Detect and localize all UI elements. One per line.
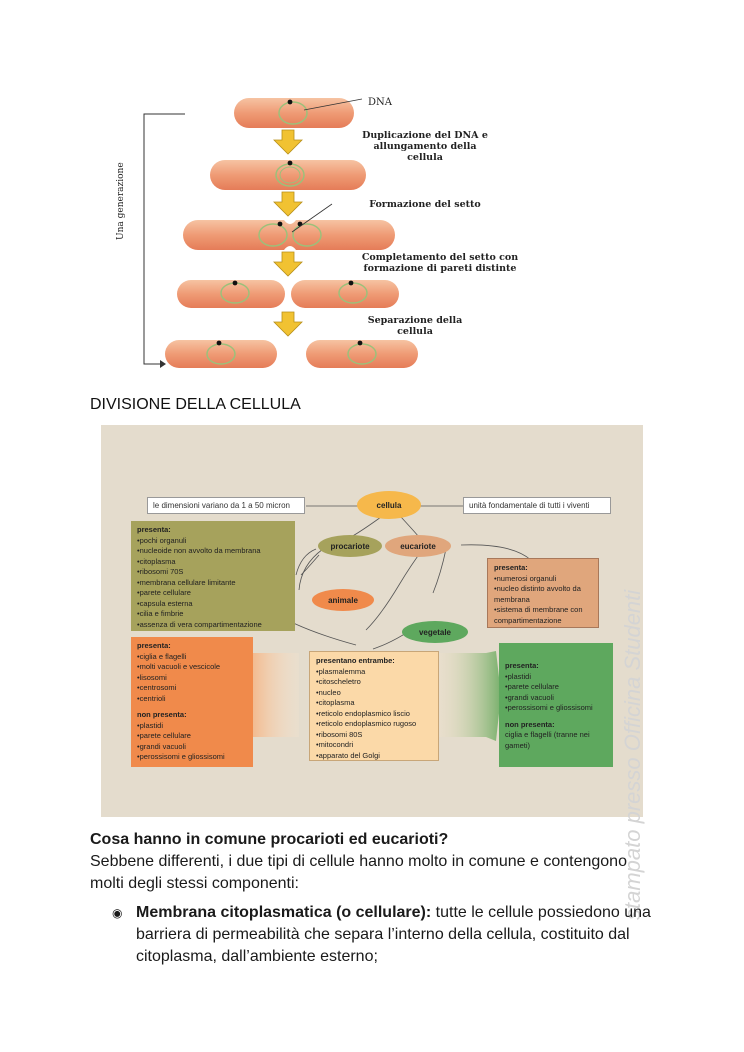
cell-concept-map: cellula le dimensioni variano da 1 a 50 … bbox=[101, 425, 643, 817]
list-item: parete cellulare bbox=[137, 731, 247, 742]
bullet-icon: ◉ bbox=[112, 906, 122, 920]
list-item: plastidi bbox=[137, 721, 247, 732]
list-item: cilia e fimbrie bbox=[137, 609, 289, 620]
eucariote-box: presenta: numerosi organuli nucleo disti… bbox=[487, 558, 599, 628]
question-heading: Cosa hanno in comune procarioti ed eucar… bbox=[90, 831, 448, 849]
list-item: citoplasma bbox=[316, 698, 432, 709]
intro-paragraph: Sebbene differenti, i due tipi di cellul… bbox=[90, 851, 650, 895]
vegetale-node: vegetale bbox=[402, 621, 468, 643]
procariote-feature-list: pochi organuli nucleoide non avvolto da … bbox=[137, 536, 289, 631]
list-item: ribosomi 80S bbox=[316, 730, 432, 741]
cellula-node: cellula bbox=[357, 491, 421, 519]
list-item: pochi organuli bbox=[137, 536, 289, 547]
list-item: citoscheletro bbox=[316, 677, 432, 688]
eucariote-feature-list: numerosi organuli nucleo distinto avvolt… bbox=[494, 574, 592, 627]
list-item: membrana cellulare limitante bbox=[137, 578, 289, 589]
animale-node: animale bbox=[312, 589, 374, 611]
list-item: centrosomi bbox=[137, 683, 247, 694]
animale-present-list: ciglia e flagelli molti vacuoli e vescic… bbox=[137, 652, 247, 705]
vegetale-absent-text: ciglia e flagelli (tranne nei gameti) bbox=[505, 730, 607, 751]
shared-features-box: presentano entrambe: plasmalemma citosch… bbox=[309, 651, 439, 761]
shared-features-list: plasmalemma citoscheletro nucleo citopla… bbox=[316, 667, 432, 762]
vegetale-box-title: presenta: bbox=[505, 661, 607, 672]
step-separation-label: Separazione della cellula bbox=[350, 315, 480, 337]
animale-box: presenta: ciglia e flagelli molti vacuol… bbox=[131, 637, 253, 767]
list-item: numerosi organuli bbox=[494, 574, 592, 585]
generation-label: Una generazione bbox=[116, 162, 126, 240]
list-item: molti vacuoli e vescicole bbox=[137, 662, 247, 673]
definition-note: unità fondamentale di tutti i viventi bbox=[463, 497, 611, 514]
list-item: grandi vacuoli bbox=[137, 742, 247, 753]
list-item: reticolo endoplasmico rugoso bbox=[316, 719, 432, 730]
list-item: perossisomi e gliossisomi bbox=[137, 752, 247, 763]
list-item: sistema di membrane con compartimentazio… bbox=[494, 605, 592, 626]
list-item: plasmalemma bbox=[316, 667, 432, 678]
list-item: ciglia e flagelli bbox=[137, 652, 247, 663]
procariote-box-title: presenta: bbox=[137, 525, 289, 536]
eucariote-node: eucariote bbox=[385, 535, 451, 557]
list-item: centrioli bbox=[137, 694, 247, 705]
procariote-box: presenta: pochi organuli nucleoide non a… bbox=[131, 521, 295, 631]
animale-box-title: presenta: bbox=[137, 641, 247, 652]
fission-illustration bbox=[100, 84, 560, 384]
list-item: mitocondri bbox=[316, 740, 432, 751]
list-item: ribosomi 70S bbox=[137, 567, 289, 578]
list-item: grandi vacuoli bbox=[505, 693, 607, 704]
list-item: reticolo endoplasmico liscio bbox=[316, 709, 432, 720]
dna-label: DNA bbox=[368, 97, 392, 108]
size-note: le dimensioni variano da 1 a 50 micron bbox=[147, 497, 305, 514]
step-duplication-label: Duplicazione del DNA e allungamento dell… bbox=[360, 130, 490, 163]
animale-absent-list: plastidi parete cellulare grandi vacuoli… bbox=[137, 721, 247, 763]
list-item: lisosomi bbox=[137, 673, 247, 684]
list-item: plastidi bbox=[505, 672, 607, 683]
list-item: nucleo bbox=[316, 688, 432, 699]
list-item: capsula esterna bbox=[137, 599, 289, 610]
procariote-node: procariote bbox=[318, 535, 382, 557]
list-item: parete cellulare bbox=[505, 682, 607, 693]
step-septum-label: Formazione del setto bbox=[360, 199, 490, 210]
list-item: assenza di vera compartimentazione bbox=[137, 620, 289, 631]
list-item: nucleoide non avvolto da membrana bbox=[137, 546, 289, 557]
animale-absent-title: non presenta: bbox=[137, 710, 247, 721]
list-item: citoplasma bbox=[137, 557, 289, 568]
vegetale-present-list: plastidi parete cellulare grandi vacuoli… bbox=[505, 672, 607, 714]
eucariote-box-title: presenta: bbox=[494, 563, 592, 574]
vegetale-box: presenta: plastidi parete cellulare gran… bbox=[499, 643, 613, 767]
bullet-term: Membrana citoplasmatica (o cellulare): bbox=[136, 904, 431, 921]
step-septum-complete-label: Completamento del setto con formazione d… bbox=[360, 252, 520, 274]
list-item: parete cellulare bbox=[137, 588, 289, 599]
list-item: perossisomi e gliossisomi bbox=[505, 703, 607, 714]
bullet-paragraph: Membrana citoplasmatica (o cellulare): t… bbox=[136, 902, 656, 968]
section-title: DIVISIONE DELLA CELLULA bbox=[90, 396, 301, 414]
vegetale-absent-title: non presenta: bbox=[505, 720, 607, 731]
list-item: nucleo distinto avvolto da membrana bbox=[494, 584, 592, 605]
list-item: apparato del Golgi bbox=[316, 751, 432, 762]
binary-fission-figure bbox=[100, 84, 560, 384]
shared-features-title: presentano entrambe: bbox=[316, 656, 432, 667]
